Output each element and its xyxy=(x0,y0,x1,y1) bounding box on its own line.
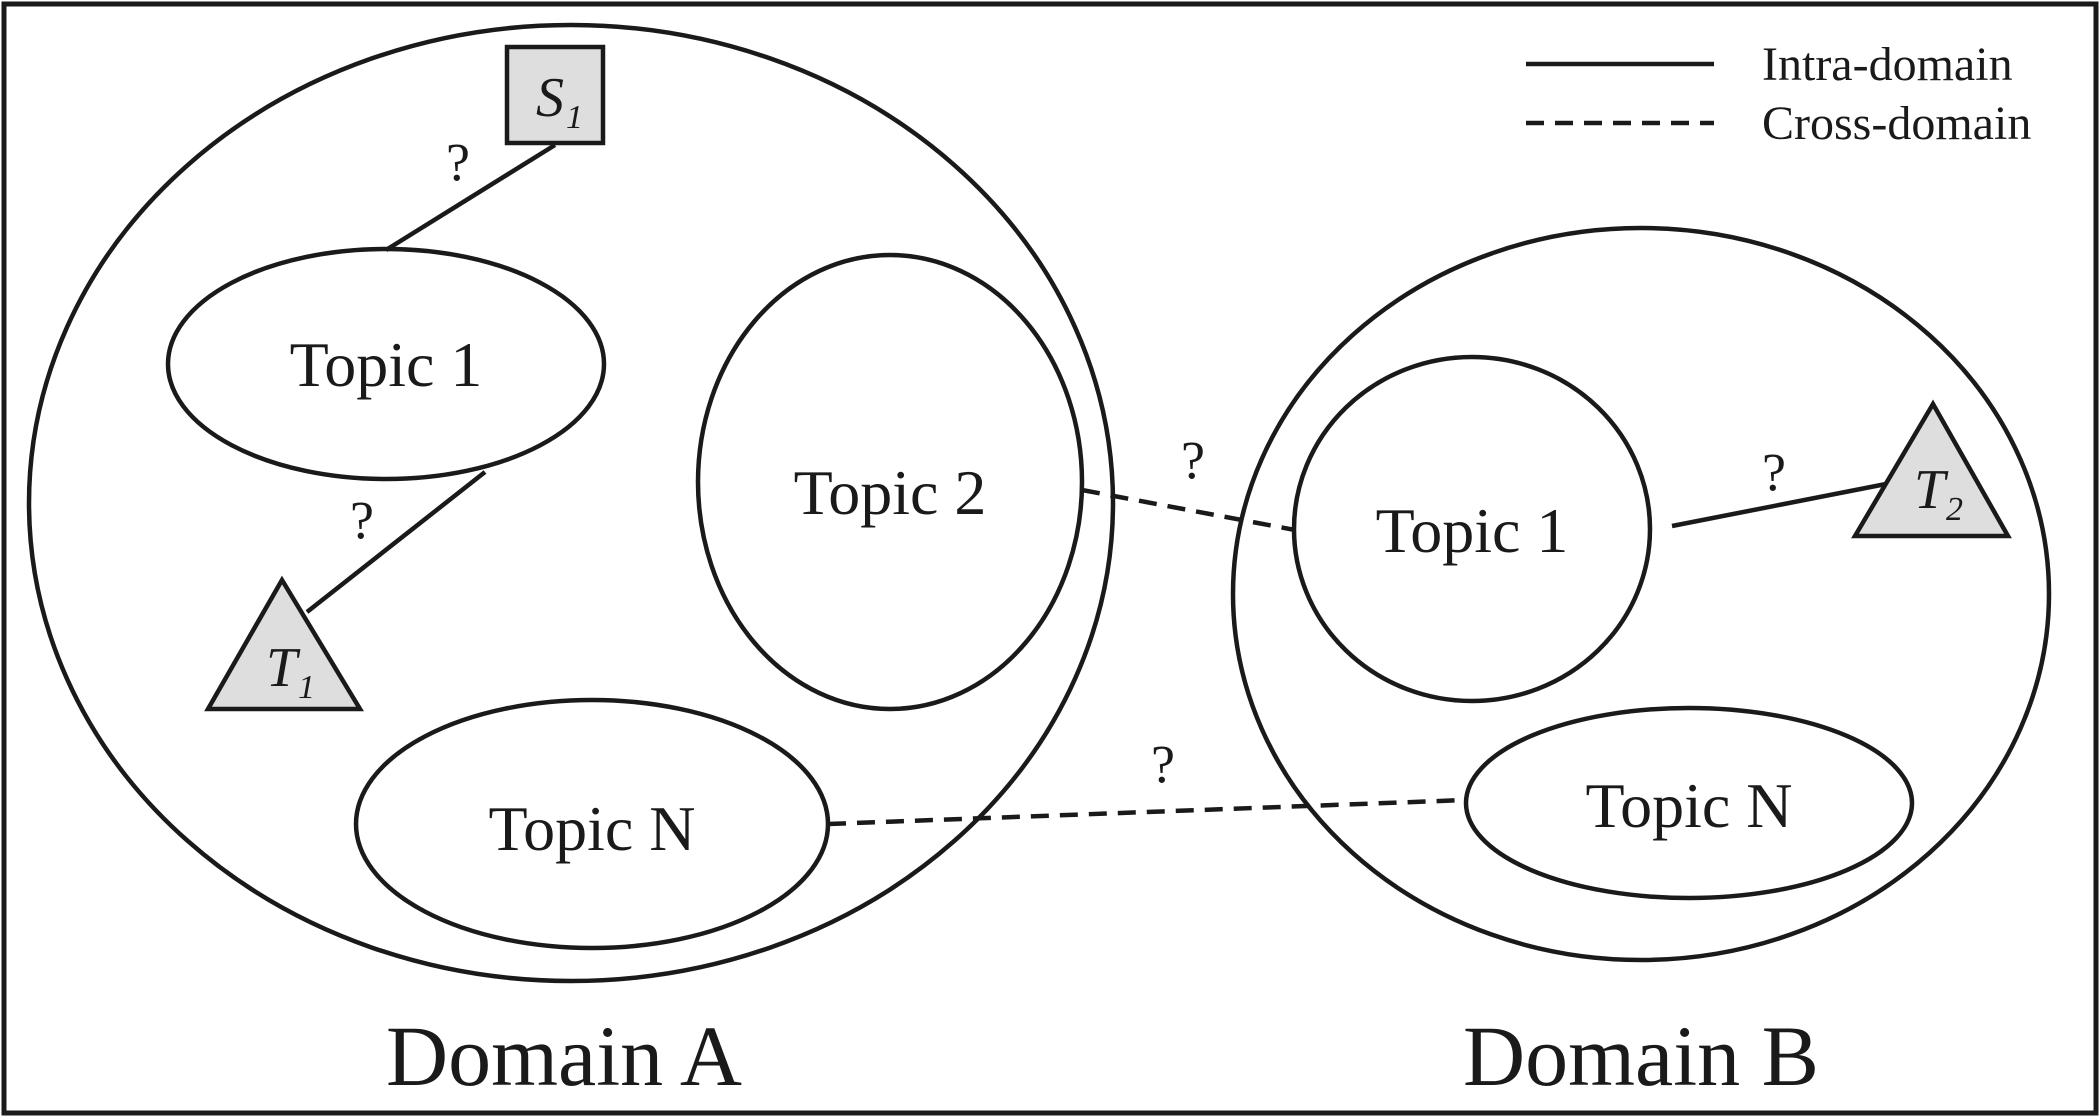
target-t1-letter: T xyxy=(266,637,301,699)
legend: Intra-domain Cross-domain xyxy=(1526,38,2031,150)
source-square xyxy=(504,44,606,146)
edge-s1-topic1 xyxy=(384,143,557,252)
edge-topic2-b-topic1 xyxy=(1081,487,1296,533)
domain-b-topic-1-label: Topic 1 xyxy=(1376,495,1569,566)
domain-a-label: Domain A xyxy=(386,1008,742,1104)
edge-label-topicn-b-topicn: ? xyxy=(1151,734,1175,794)
domain-a-region xyxy=(26,22,1116,984)
source-node-index: 1 xyxy=(566,99,583,136)
edge-label-s1-topic1: ? xyxy=(446,132,470,192)
domain-a-topic-1-label: Topic 1 xyxy=(290,329,483,400)
target-node-t2: T 2 xyxy=(1851,399,2012,539)
target-t1-index: 1 xyxy=(298,669,315,706)
domain-a-topic-2-label: Topic 2 xyxy=(794,457,987,528)
domain-b-topic-n-ellipse xyxy=(1463,705,1915,901)
target-triangle-t2 xyxy=(1851,399,2012,539)
edge-topicn-b-topicn xyxy=(827,797,1467,827)
domain-b-topic-n-label: Topic N xyxy=(1585,770,1792,841)
source-node-letter: S xyxy=(536,67,564,129)
edge-label-topic2-b-topic1: ? xyxy=(1181,430,1205,490)
target-t2-index: 2 xyxy=(1946,491,1963,528)
domain-b-label: Domain B xyxy=(1463,1008,1819,1104)
legend-cross-label: Cross-domain xyxy=(1762,97,2031,150)
target-t2-letter: T xyxy=(1914,459,1949,521)
target-triangle-t1 xyxy=(204,575,364,712)
edge-topic1-t1 xyxy=(305,470,487,614)
domain-b-region xyxy=(1230,225,2052,963)
edge-b-topic1-t2 xyxy=(1671,481,1887,529)
edge-label-topic1-t1: ? xyxy=(350,490,374,550)
source-node-s1: S 1 xyxy=(504,44,606,146)
domain-a-topic-2-ellipse xyxy=(695,252,1085,712)
target-node-t1: T 1 xyxy=(204,575,364,712)
edge-label-b-topic1-t2: ? xyxy=(1762,442,1786,502)
domain-a-topic-n-label: Topic N xyxy=(488,793,695,864)
legend-intra-label: Intra-domain xyxy=(1762,38,2013,91)
